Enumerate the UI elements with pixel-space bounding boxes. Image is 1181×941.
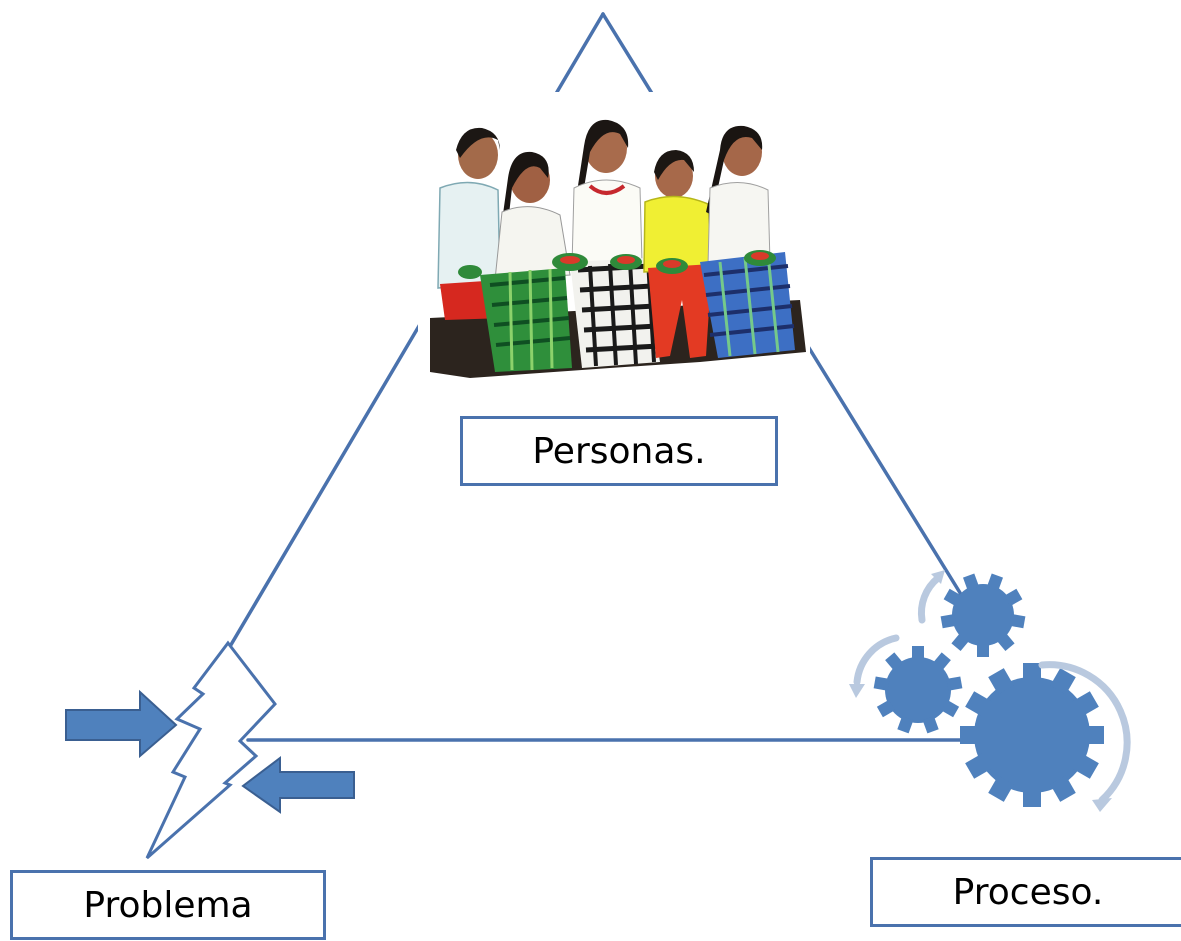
problema-label-box: Problema (10, 870, 326, 940)
cycle-arrows (853, 574, 1131, 804)
cycle-arrowheads (849, 570, 1112, 812)
person-1 (437, 127, 505, 320)
person-4 (643, 150, 713, 358)
food-plates (458, 250, 776, 279)
inward-arrow-right (241, 755, 355, 814)
proceso-label-box: Proceso. (870, 857, 1181, 927)
person-3 (570, 119, 660, 368)
people-illustration (418, 92, 810, 392)
personas-label-box: Personas. (460, 416, 778, 486)
person-5 (700, 125, 795, 358)
gears-icon (849, 570, 1131, 812)
gear-medium (873, 646, 963, 734)
proceso-label: Proceso. (952, 871, 1104, 913)
gear-small (940, 573, 1026, 657)
person-2 (480, 151, 572, 372)
problema-label: Problema (83, 884, 253, 926)
personas-label: Personas. (532, 430, 706, 472)
inward-arrow-left (65, 689, 178, 759)
gear-large (960, 663, 1104, 807)
lightning-bolt-icon (145, 640, 277, 860)
